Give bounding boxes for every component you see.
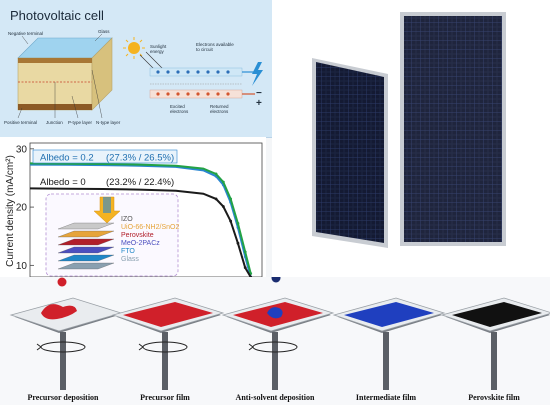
antisolvent-drop-icon xyxy=(271,277,281,283)
stack-layer xyxy=(57,230,115,238)
label-n-type: N-type layer xyxy=(96,120,121,125)
label-junction: Junction xyxy=(46,120,63,125)
annotation-albedo0-values: (23.2% / 22.4%) xyxy=(106,177,174,188)
series-line-0 xyxy=(29,163,252,277)
series-point xyxy=(243,266,247,270)
label-plus: + xyxy=(256,98,262,109)
series-line-2 xyxy=(29,187,252,277)
step-precursor-deposition xyxy=(9,297,123,390)
y-tick-label: 10 xyxy=(16,261,28,272)
cell-side-face xyxy=(91,37,113,111)
step-label-1: Precursor deposition xyxy=(27,393,99,402)
series-point xyxy=(221,180,225,184)
stack-layers: IZOUiO-66-NH2/SnO2PerovskiteMeO-2PACzFTO… xyxy=(57,216,179,270)
annotation-box-albedo02 xyxy=(32,149,178,164)
label-glass: Glass xyxy=(98,29,110,34)
label-p-type: P-type layer xyxy=(68,120,93,125)
process-svg xyxy=(9,277,550,390)
step-label-4: Intermediate film xyxy=(355,393,417,402)
series-point xyxy=(236,222,240,225)
left-panel-cells xyxy=(316,62,384,243)
series-point xyxy=(229,219,233,223)
negative-terminal-layer xyxy=(18,58,92,63)
annotation-albedo02-label: Albedo = 0.2 xyxy=(40,153,94,164)
solar-panels-illustration xyxy=(272,0,550,277)
label-returned-electrons: Returned electrons xyxy=(210,104,229,114)
series-point xyxy=(236,241,240,245)
annotation-albedo0-label: Albedo = 0 xyxy=(40,177,86,188)
sun-icon xyxy=(128,42,140,54)
y-ticks: 30 20 10 xyxy=(16,144,34,272)
lightning-bolt-icon xyxy=(252,62,263,86)
label-electrons-available: Electrons available to circuit xyxy=(196,42,234,52)
stack-layer xyxy=(57,238,115,246)
step-anti-solvent-deposition xyxy=(221,297,335,390)
step-precursor-film xyxy=(111,297,225,390)
label-negative-terminal: Negative terminal xyxy=(8,31,44,36)
stack-layer xyxy=(57,222,115,230)
stack-layer xyxy=(57,262,115,270)
stack-layer-label: IZO xyxy=(121,216,133,223)
series-point xyxy=(221,205,225,208)
label-positive-terminal: Positive terminal xyxy=(4,120,38,125)
series-point xyxy=(214,172,218,176)
y-tick-label: 30 xyxy=(16,144,28,155)
y-tick-label: 20 xyxy=(16,203,28,214)
right-panel-cells xyxy=(404,16,502,242)
label-excited-electrons: Excited electrons xyxy=(170,104,189,114)
perovskite-process-steps xyxy=(0,277,550,405)
series-line-1 xyxy=(29,162,252,274)
photovoltaic-cell-diagram: Photovoltaic cell xyxy=(0,0,272,138)
series-point xyxy=(214,197,218,201)
hole-dots xyxy=(156,92,230,96)
step-label-3: Anti-solvent deposition xyxy=(235,393,315,402)
stack-layer-label: Glass xyxy=(121,256,139,263)
step-intermediate-film xyxy=(332,297,446,390)
series-point xyxy=(249,275,253,277)
stack-layer-label: FTO xyxy=(121,248,135,255)
electron-dots xyxy=(156,70,230,74)
label-sunlight: Sunlight energy xyxy=(150,44,167,54)
jv-chart-svg: Current density (mA/cm²) 30 20 10 Albedo =… xyxy=(5,142,263,277)
solar-panels-svg xyxy=(312,12,506,248)
step-label-5: Perovskite film xyxy=(468,393,520,402)
step-perovskite-film xyxy=(440,297,550,390)
annotation-albedo02-values: (27.3% / 26.5%) xyxy=(106,153,174,164)
stack-layer-label: Perovskite xyxy=(121,232,154,239)
jv-curve-chart: Current density (mA/cm²) 30 20 10 Albedo =… xyxy=(0,137,266,277)
series-point xyxy=(243,250,247,254)
pv-title: Photovoltaic cell xyxy=(10,8,104,23)
step-label-2: Precursor film xyxy=(140,393,190,402)
stack-layer xyxy=(57,254,115,262)
stack-layer xyxy=(57,246,115,254)
precursor-drop-icon xyxy=(57,277,67,287)
stack-layer-label: UiO-66-NH2/SnO2 xyxy=(121,224,179,231)
jv-series xyxy=(29,162,253,277)
y-axis-label: Current density (mA/cm²) xyxy=(5,155,16,267)
stack-layer-label: MeO-2PACz xyxy=(121,240,160,247)
pv-drawing xyxy=(17,33,263,119)
label-minus: − xyxy=(256,88,262,99)
series-point xyxy=(229,197,233,201)
